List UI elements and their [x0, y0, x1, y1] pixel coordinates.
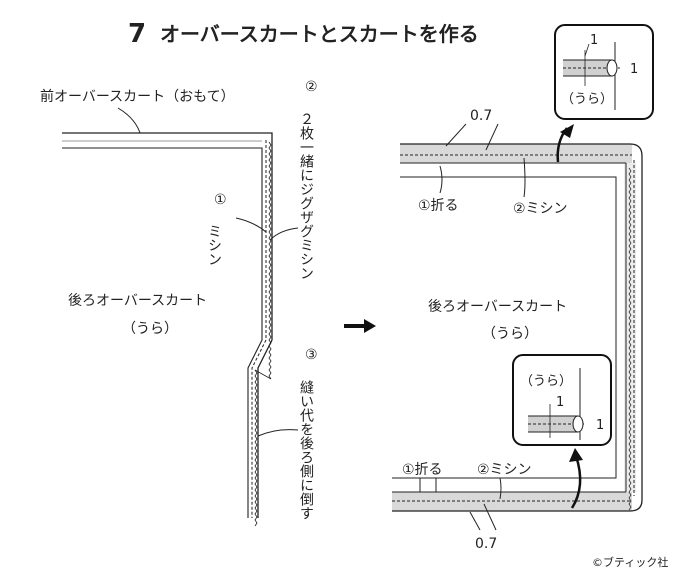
press-label: 縫い代を後ろ側に倒す: [298, 380, 314, 520]
zigzag-edge: [254, 141, 272, 527]
inset-bottom-num-a: 1: [556, 395, 564, 410]
top-measure: 0.7: [470, 108, 492, 124]
top-stitch-label: ②ミシン: [513, 201, 568, 217]
bottom-stitch-label: ②ミシン: [477, 462, 532, 478]
back-overskirt-label: 後ろオーバースカート: [68, 293, 207, 309]
inset-bottom-label: （うら）: [520, 374, 572, 389]
step-title: オーバースカートとスカートを作る: [160, 22, 479, 46]
inset-bottom: （うら） 1 1: [512, 354, 612, 509]
inset-top: 1 1 （うら）: [554, 24, 654, 163]
stitch-label: ミシン: [206, 224, 222, 266]
back-overskirt-outline: [62, 147, 263, 518]
inset-bottom-num-b: 1: [596, 418, 604, 433]
stitch-leader-line: [235, 217, 267, 233]
press-leader-line: [257, 429, 299, 437]
right-outer-outline: [392, 143, 643, 512]
step-number: 7: [128, 19, 146, 49]
right-skirt-diagram: 後ろオーバースカート （うら） 0.7 ①折る ②ミシン ①折る ②ミシン 0.…: [392, 108, 643, 552]
stitch-marker: ①: [214, 192, 227, 208]
right-back-overskirt-sublabel: （うら）: [482, 326, 538, 342]
stitch-line: [251, 140, 267, 518]
inset-bottom-arrow: [570, 455, 582, 509]
bottom-measure: 0.7: [475, 536, 497, 552]
front-overskirt-outline: [62, 132, 273, 518]
front-overskirt-label: 前オーバースカート（おもて）: [40, 88, 235, 105]
back-overskirt-sublabel: （うら）: [122, 321, 178, 337]
side-seam-band: [624, 163, 636, 492]
copyright: ©ブティック社: [592, 555, 668, 569]
press-marker: ③: [305, 347, 318, 363]
zigzag-marker: ②: [305, 79, 318, 95]
right-inner-outline: [392, 176, 617, 479]
right-zigzag-edge: [628, 167, 632, 511]
zigzag-label: ２枚一緒にジグザグミシン: [298, 112, 314, 280]
top-fold-label: ①折る: [418, 198, 459, 214]
inset-top-num-a: 1: [590, 33, 598, 48]
inset-top-num-b: 1: [630, 62, 638, 77]
inset-top-label: （うら）: [561, 92, 613, 107]
bottom-fold-label: ①折る: [402, 462, 443, 478]
right-back-overskirt-label: 後ろオーバースカート: [428, 299, 567, 315]
front-leader-line: [117, 107, 141, 134]
zigzag-leader-line: [269, 227, 299, 241]
right-arrow: [344, 319, 376, 333]
left-skirt-diagram: 前オーバースカート（おもて） 後ろオーバースカート （うら） ① ミシン ② ２…: [40, 79, 318, 527]
top-hem-band: [400, 144, 632, 163]
